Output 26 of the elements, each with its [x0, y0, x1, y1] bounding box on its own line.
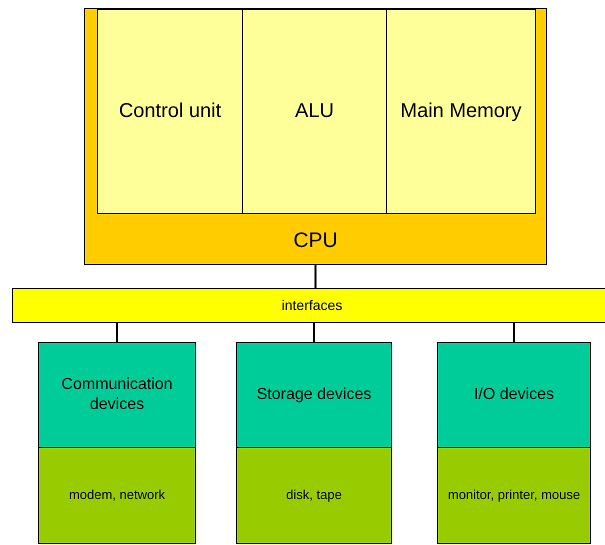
box-label: modem, network — [68, 487, 166, 504]
box-label: Main Memory — [399, 99, 523, 124]
box-label: Storage devices — [256, 385, 372, 405]
connector-line — [313, 323, 315, 342]
device-box — [236, 342, 392, 448]
connector-line — [116, 323, 118, 342]
box-label: I/O devices — [472, 385, 556, 405]
cpu-box — [84, 8, 547, 265]
example-box — [437, 447, 591, 544]
unit-box — [242, 9, 387, 214]
bar-label: interfaces — [280, 296, 344, 314]
box-label: CPU — [292, 228, 339, 254]
unit-box — [386, 9, 536, 214]
example-box — [236, 447, 392, 544]
interface-bar — [12, 288, 605, 323]
device-box — [38, 342, 196, 448]
connector-line — [314, 265, 316, 288]
device-box — [437, 342, 591, 448]
box-label: Communication devices — [60, 375, 174, 415]
example-box — [38, 447, 196, 544]
unit-box — [97, 9, 243, 214]
connector-line — [513, 323, 515, 342]
box-label: Control unit — [118, 99, 222, 124]
box-label: disk, tape — [285, 487, 343, 504]
box-label: monitor, printer, mouse — [446, 487, 582, 504]
box-label: ALU — [294, 99, 335, 124]
